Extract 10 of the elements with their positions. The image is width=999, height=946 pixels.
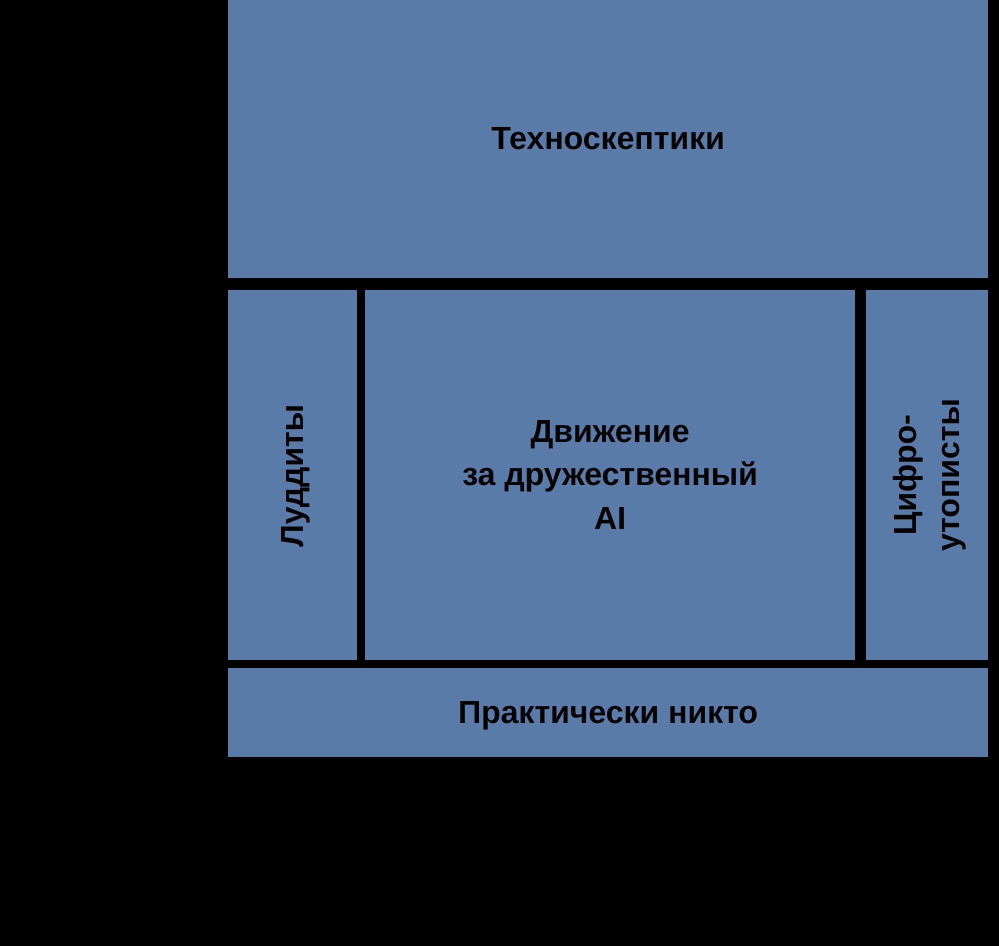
category-label: Луддиты: [272, 404, 311, 546]
category-box: [228, 0, 988, 278]
category-label: Цифро-утописты: [886, 398, 967, 554]
category-box: [866, 290, 988, 660]
category-label: Практически никто: [458, 692, 758, 732]
category-box: [365, 290, 855, 660]
category-label: Техноскептики: [491, 119, 725, 158]
category-label: Движение за дружественный AI: [462, 412, 758, 538]
category-box: [228, 290, 357, 660]
category-box: [228, 668, 988, 757]
